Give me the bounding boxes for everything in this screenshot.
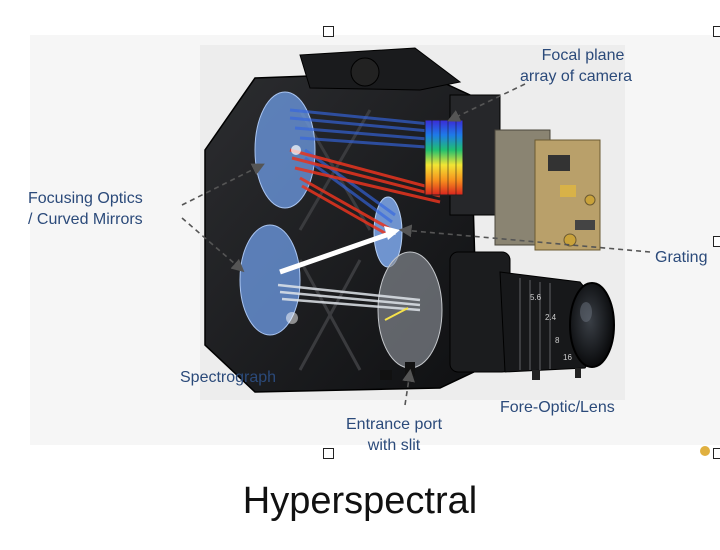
entrance-port-label-line1: Entrance port — [346, 416, 443, 433]
leader-lines — [181, 83, 651, 406]
arrow-focal-plane — [447, 83, 526, 122]
arrow-grating — [398, 224, 651, 253]
arrow-entrance-port — [402, 368, 415, 406]
curved-mirror-lower — [239, 224, 301, 336]
focal-plane-label: Focal plane array of camera — [520, 45, 632, 87]
svg-text:5.6: 5.6 — [530, 293, 542, 302]
selection-handle-top[interactable] — [323, 26, 334, 37]
svg-text:8: 8 — [555, 336, 560, 345]
lens-markings: 5.6 2.4 8 16 — [530, 293, 572, 362]
entrance-port-label-line2: with slit — [367, 437, 421, 454]
fore-optic-label: Fore-Optic/Lens — [500, 399, 615, 416]
focusing-optics-label-line1: Focusing Optics — [28, 190, 143, 207]
red-ray-fan — [289, 148, 441, 238]
white-ray-path — [277, 226, 421, 312]
spectrograph-label: Spectrograph — [180, 369, 277, 386]
focusing-optics-label: Focusing Optics / Curved Mirrors — [28, 188, 143, 230]
focal-plane-label-line1: Focal plane — [541, 47, 625, 64]
arrow-focusing-lower — [181, 217, 245, 273]
focusing-optics-label-line2: / Curved Mirrors — [28, 211, 143, 228]
selection-handle-right[interactable] — [713, 236, 720, 247]
arrow-focusing-upper — [181, 163, 265, 206]
selection-handle-top-right[interactable] — [713, 26, 720, 37]
svg-text:2.4: 2.4 — [545, 313, 557, 322]
selection-handle-bottom-right[interactable] — [713, 448, 720, 459]
slide-caption: Hyperspectral — [242, 480, 478, 522]
blue-ray-fan — [289, 108, 441, 224]
entrance-port-label: Entrance port with slit — [346, 414, 442, 456]
lens-grip-rings — [519, 278, 551, 370]
focal-plane-spectrum — [424, 119, 464, 196]
svg-text:16: 16 — [563, 353, 572, 362]
grating-label: Grating — [655, 249, 708, 266]
selection-handle-bottom[interactable] — [323, 448, 334, 459]
lens-mount — [449, 251, 511, 373]
camera-top — [299, 47, 462, 91]
focal-plane-label-line2: array of camera — [520, 68, 633, 85]
front-lens-glass — [569, 282, 615, 368]
